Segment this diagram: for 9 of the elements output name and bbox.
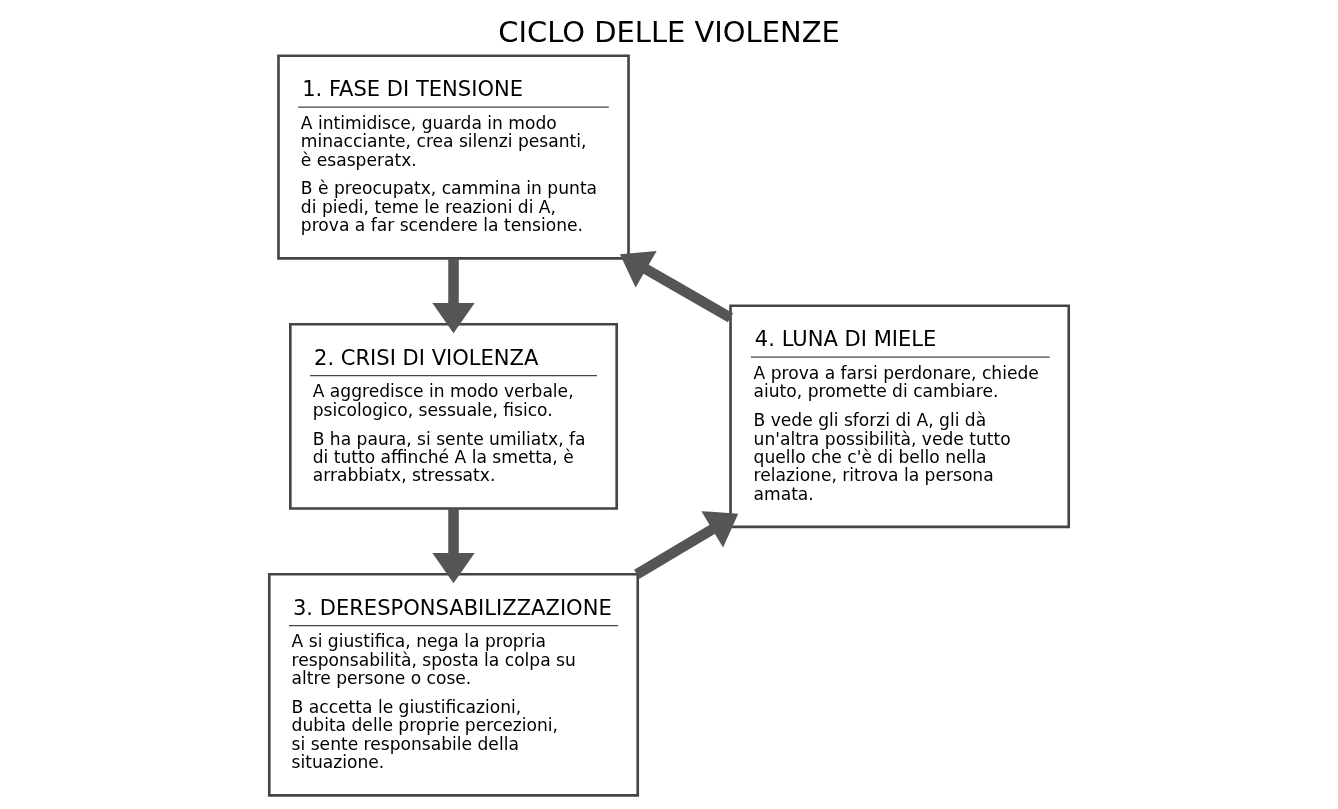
arrow [619,250,734,323]
node-box: 2. CRISI DI VIOLENZA A aggredisce in modo verbale, psicologico, sessuale, fisico. B ha paura, si sente umiliatx, fa di tutto affinché A la smetta, è arrabbiatx, stressatx. [289,322,618,510]
arrow [432,508,475,584]
node-box: 4. LUNA DI MIELE A prova a farsi perdonare, chiede aiuto, promette di cambiare. B vede gli sforzi di A, gli dà un'altra possibilità, vede tutto quello che c'è di bello nella relazione, ritrova la persona amata. [729,304,1071,529]
diagram-title: CICLO DELLE VIOLENZE [498,15,840,50]
arrow [634,511,739,579]
node-box: 3. DERESPONSABILIZZAZIONE A si giustifica, nega la propria responsabilità, sposta la colpa su altre persone o cose. B accetta le giustificazioni, dubita delle proprie percezioni, si sente responsabile della situazione. [267,572,640,797]
node-box: 1. FASE DI TENSIONE A intimidisce, guarda in modo minacciante, crea silenzi pesanti, è esasperatx. B è preocupatx, cammina in punta di piedi, teme le reazioni di A, prova a far scendere la tensione. [277,54,630,260]
arrow [432,258,475,334]
